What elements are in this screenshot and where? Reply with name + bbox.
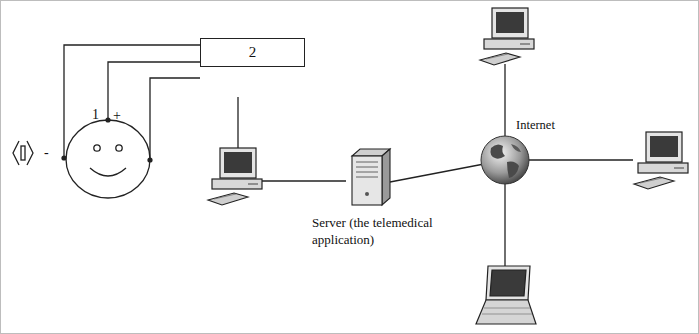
server-label: Server (the telemedical application) [306, 214, 462, 248]
speaker-symbol [13, 141, 33, 165]
computer-icon [480, 8, 534, 65]
polarity-sign: + [113, 109, 121, 123]
computer-icon [208, 148, 262, 205]
computer-icon [634, 132, 688, 189]
callout-number: 1 [92, 108, 99, 122]
unit-number: 2 [201, 44, 304, 61]
unit-box: 2 [200, 38, 305, 67]
network-label: Internet [516, 118, 564, 133]
network-wires [238, 64, 633, 266]
server-node: Server (the telemedical application) [306, 146, 462, 248]
network-link [390, 165, 481, 182]
internet-node: Internet [478, 118, 564, 188]
electrode-dots [61, 117, 152, 162]
link-line [390, 165, 481, 182]
polarity-sign: - [44, 146, 49, 160]
laptop-icon [476, 266, 536, 324]
server-icon [344, 146, 394, 208]
patient-face [66, 120, 150, 198]
globe-icon [479, 134, 531, 186]
electrode-wires [64, 45, 200, 160]
